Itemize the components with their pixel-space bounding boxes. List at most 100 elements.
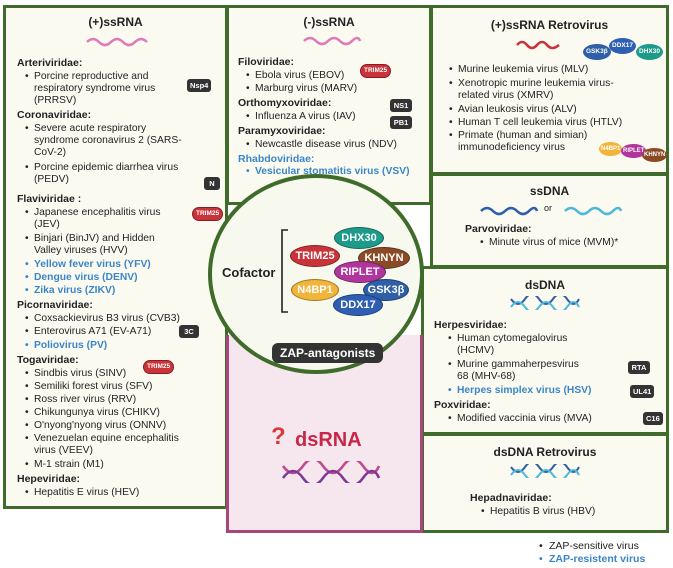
tag-c16: C16 [643,412,663,425]
dsdna-helix-icon [510,296,580,310]
dsdna-retro-panel: dsDNA Retrovirus Hepadnaviridae: Hepatit… [421,433,669,533]
oval-n4bp1: N4BP1 [291,279,339,301]
legend-sensitive: ZAP-sensitive virus [539,540,639,552]
fam-arteriviridae: Arteriviridae: [17,57,83,69]
virus-htlv: Human T cell leukemia virus (HTLV) [449,117,622,129]
dna-wave-icon [480,206,539,216]
dsdna-panel: dsDNA Herpesviridae: Human cytomegalovir… [421,266,669,435]
tag-khnyn: KHNYN [642,148,668,162]
tag-riplet: RIPLET [621,144,647,158]
virus-hcmv: Human cytomegalovirus (HCMV) [448,333,567,357]
oval-dhx30: DHX30 [334,227,384,249]
ssdna-panel: ssDNA or Parvoviridae: Minute virus of m… [430,173,669,268]
oval-ddx17: DDX17 [333,294,383,316]
virus-sarscov2: Severe acute respiratory syndrome corona… [25,123,182,159]
cofactor-bracket [281,229,288,313]
oval-gsk3b: GSK3β [363,279,409,301]
virus-mva: Modified vaccinia virus (MVA) [448,413,592,425]
rna-wave-icon [303,36,362,46]
fam-poxviridae: Poxviridae: [434,399,491,411]
virus-sfv: Semiliki forest virus (SFV) [25,381,152,393]
oval-trim25: TRIM25 [290,245,340,267]
fam-filoviridae: Filoviridae: [238,56,295,68]
virus-marv: Marburg virus (MARV) [246,83,357,95]
virus-alv: Avian leukosis virus (ALV) [449,104,577,116]
fam-paramyxoviridae: Paramyxoviridae: [238,125,326,137]
virus-primate: Primate (human and simian) immunodeficie… [449,130,587,154]
virus-mvm: Minute virus of mice (MVM)* [480,237,618,249]
legend-resistant: ZAP-resistent virus [539,553,645,565]
fam-flaviviridae: Flaviviridae : [17,193,82,205]
fam-orthomyxoviridae: Orthomyxoviridae: [238,97,332,109]
tag-nsp4: Nsp4 [187,79,212,92]
virus-sinv: Sindbis virus (SINV) [25,368,126,380]
virus-denv: Dengue virus (DENV) [25,272,138,284]
pos-ssrna-title: (+)ssRNA [88,15,143,29]
virus-rrv: Ross river virus (RRV) [25,394,136,406]
dsrna-title: dsRNA [295,429,362,451]
virus-vsv: Vesicular stomatitis virus (VSV) [246,166,409,178]
retro-title: (+)ssRNA Retrovirus [490,18,609,32]
virus-zikv: Zika virus (ZIKV) [25,285,115,297]
virus-hbv: Hepatitis B virus (HBV) [481,506,595,518]
tag-trim25-jev: TRIM25 [192,207,224,221]
fam-hepeviridae: Hepeviridae: [17,473,81,485]
virus-hsv: Herpes simplex virus (HSV) [448,385,592,397]
cofactor-circle [208,174,424,374]
fam-coronaviridae: Coronaviridae: [17,109,92,121]
tag-trim25-sinv: TRIM25 [143,360,175,374]
virus-yfv: Yellow fever virus (YFV) [25,259,151,271]
cofactor-label: Cofactor [222,265,276,280]
tag-n4bp1: N4BP1 [599,142,623,156]
rna-wave-icon [516,40,560,50]
retro-panel: (+)ssRNA Retrovirus GSK3β DDX17 DHX30 Mu… [430,5,669,175]
dna-wave-icon [564,206,623,216]
fam-togaviridae: Togaviridae: [17,354,79,366]
virus-mlv: Murine leukemia virus (MLV) [449,64,588,76]
dsrna-helix-icon [281,461,381,483]
virus-chikv: Chikungunya virus (CHIKV) [25,407,160,419]
tag-pb1: PB1 [390,116,412,129]
oval-riplet: RIPLET [334,261,386,283]
virus-onnv: O'nyong'nyong virus (ONNV) [25,420,166,432]
virus-pedv: Porcine epidemic diarrhea virus (PEDV) [25,162,178,186]
virus-ndv: Newcastle disease virus (NDV) [246,139,397,151]
fam-hepadnaviridae: Hepadnaviridae: [470,492,552,504]
ssdna-title: ssDNA [529,184,570,198]
fam-picornaviridae: Picornaviridae: [17,299,93,311]
fam-parvoviridae: Parvoviridae: [465,223,532,235]
neg-ssrna-title: (-)ssRNA [303,15,355,29]
pos-ssrna-panel: (+)ssRNA Arteriviridae: Porcine reproduc… [3,5,228,509]
virus-iav: Influenza A virus (IAV) [246,111,356,123]
virus-cvb3: Coxsackievirus B3 virus (CVB3) [25,313,180,325]
tag-dhx30: DHX30 [636,44,663,60]
dsrna-question: ? [271,423,286,450]
tag-trim25-ebov: TRIM25 [360,64,392,78]
fam-rhabdoviridae: Rhabdoviridae: [238,153,315,165]
virus-mhv68: Murine gammaherpesvirus 68 (MHV-68) [448,359,579,383]
virus-jev: Japanese encephalitis virus (JEV) [25,207,160,231]
virus-pv: Poliovirus (PV) [25,340,107,352]
neg-ssrna-panel: (-)ssRNA Filoviridae: Ebola virus (EBOV)… [226,5,432,205]
tag-ddx17: DDX17 [609,38,636,54]
virus-prrsv: Porcine reproductive and respiratory syn… [25,71,155,107]
tag-ul41: UL41 [630,385,655,398]
virus-ebov: Ebola virus (EBOV) [246,70,344,82]
dsdna-retro-title: dsDNA Retrovirus [493,445,597,459]
virus-eva71: Enterovirus A71 (EV-A71) [25,326,151,338]
virus-binjv: Binjari (BinJV) and Hidden Valley viruse… [25,233,155,257]
rna-wave-icon [86,37,148,47]
antagonists-label: ZAP-antagonists [272,343,384,363]
tag-n: N [204,177,220,190]
dsdna-helix-icon [510,464,580,478]
virus-m1: M-1 strain (M1) [25,459,104,471]
ssdna-or: or [544,203,553,213]
virus-hev: Hepatitis E virus (HEV) [25,487,139,499]
fam-herpesviridae: Herpesviridae: [434,319,507,331]
dsdna-title: dsDNA [524,278,565,292]
tag-gsk3b: GSK3β [583,44,611,60]
virus-xmrv: Xenotropic murine leukemia virus- relate… [449,78,614,102]
tag-3c: 3C [179,325,199,338]
virus-veev: Venezuelan equine encephalitis virus (VE… [25,433,179,457]
tag-rta: RTA [628,361,650,374]
